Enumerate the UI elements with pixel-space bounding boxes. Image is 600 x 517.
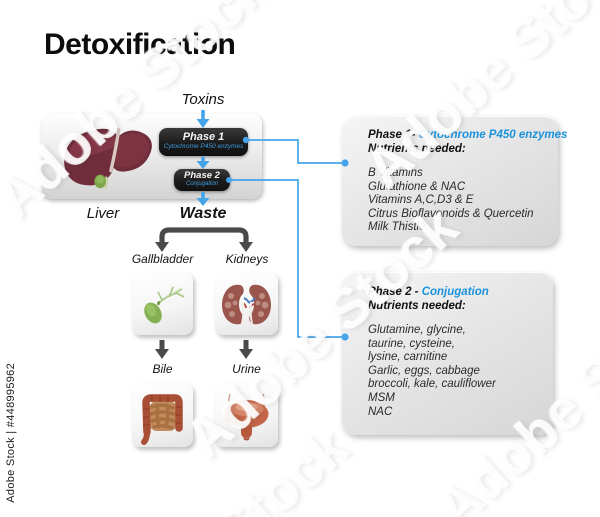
phase1-info-title-prefix: Phase 1- xyxy=(368,129,419,141)
phase1-box: Phase 1 Cytochrome P450 enzymes xyxy=(159,128,248,156)
gallbladder-icon xyxy=(144,285,185,324)
gallbladder-label: Gallbladder xyxy=(131,252,194,266)
phase2-subtitle: Conjugation xyxy=(185,181,219,187)
urine-label: Urine xyxy=(232,362,261,376)
phase2-info-panel: Phase 2 - Conjugation Nutrients needed: … xyxy=(342,272,553,435)
intestines-tile xyxy=(132,383,193,447)
list-item: B Vitamins xyxy=(368,167,423,179)
phase2-info-title: Phase 2 - Conjugation xyxy=(368,286,543,300)
liver-label: Liver xyxy=(86,205,120,222)
phase1-nutrient-list: B Vitamins Glutathione & NAC Vitamins A,… xyxy=(368,167,548,235)
bladder-icon xyxy=(224,393,269,441)
phase2-info-subtitle: Nutrients needed: xyxy=(368,299,466,312)
list-item: Citrus Bioflavonoids & Quercetin xyxy=(368,207,534,220)
kidneys-to-urine-arrow xyxy=(239,340,253,359)
phase1-name: Phase 1 xyxy=(182,131,225,143)
intestines-icon xyxy=(141,394,183,445)
phase2-nutrient-list: Glutamine, glycine, taurine, cysteine, l… xyxy=(368,324,543,419)
watermark-credit: Adobe Stock | #448995962 xyxy=(5,363,17,503)
list-item: Glutathione & NAC xyxy=(368,180,466,193)
phase1-info-panel: Phase 1- Cytochrome P450 enzymes Nutrien… xyxy=(342,116,567,246)
liver-icon xyxy=(64,128,152,189)
bile-label: Bile xyxy=(152,362,173,376)
list-item: Glutamine, glycine, xyxy=(368,324,466,336)
phase1-info-subtitle: Nutrients needed: xyxy=(368,142,466,155)
list-item: Vitamins A,C,D3 & E xyxy=(368,194,474,207)
kidneys-label: Kidneys xyxy=(225,252,269,266)
phase1-info-title-highlight: Cytochrome P450 enzymes xyxy=(418,129,568,141)
gallbladder-to-bile-arrow xyxy=(155,340,169,359)
bladder-tile xyxy=(215,383,278,447)
waste-label: Waste xyxy=(179,205,227,222)
watermark-brand: Adobe Stock xyxy=(62,414,360,517)
page-title: Detoxification xyxy=(44,28,236,61)
waste-split-bracket xyxy=(155,227,253,252)
kidneys-icon xyxy=(222,284,271,325)
phase1-info-title: Phase 1- Cytochrome P450 enzymes xyxy=(368,129,567,143)
phase1-subtitle: Cytochrome P450 enzymes xyxy=(163,143,244,150)
list-item: broccoli, kale, cauliflower xyxy=(368,378,496,391)
kidneys-tile xyxy=(215,272,278,335)
phase2-info-title-prefix: Phase 2 - xyxy=(368,286,422,298)
list-item: MSM xyxy=(368,391,395,404)
gallbladder-tile xyxy=(132,272,193,335)
toxins-label: Toxins xyxy=(181,91,225,108)
phase2-info-title-highlight: Conjugation xyxy=(421,286,489,298)
list-item: NAC xyxy=(368,405,393,418)
phase2-name: Phase 2 xyxy=(184,170,220,181)
list-item: lysine, carnitine xyxy=(368,351,448,364)
list-item: Milk Thistle xyxy=(368,221,426,234)
list-item: taurine, cysteine, xyxy=(368,337,455,350)
phase2-box: Phase 2 Conjugation xyxy=(174,169,230,191)
list-item: Garlic, eggs, cabbage xyxy=(368,364,480,377)
